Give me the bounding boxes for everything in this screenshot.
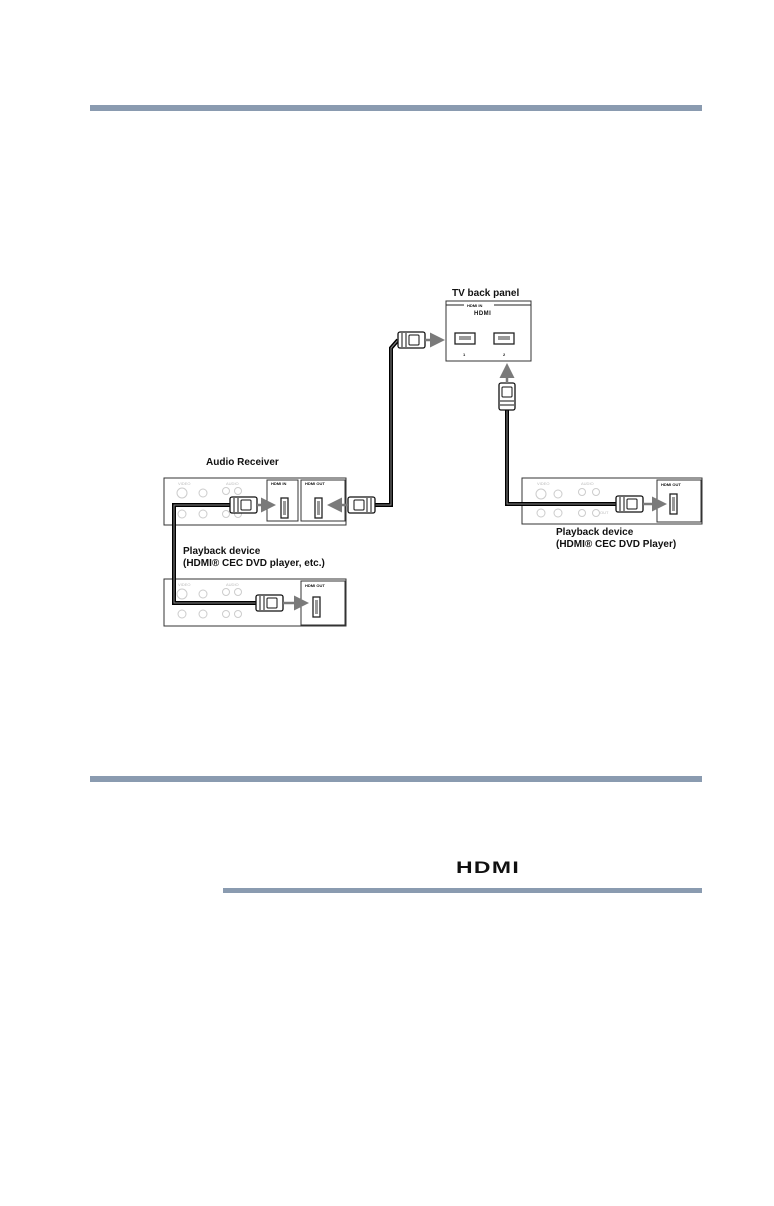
player-right-hdmi-out-label: HDMI OUT — [661, 482, 681, 487]
player-right-audio-text: AUDIO — [581, 481, 594, 486]
receiver-hdmi-out-label: HDMI OUT — [305, 481, 325, 486]
tv-back-panel-label: TV back panel — [452, 287, 519, 300]
hdmi-logo: HDMI — [456, 858, 520, 878]
audio-receiver-label: Audio Receiver — [206, 456, 279, 469]
tv-back-panel — [446, 301, 531, 361]
receiver-video-text: VIDEO — [178, 481, 190, 486]
player-left-audio-text: AUDIO — [226, 582, 239, 587]
player-left-hdmi-out-label: HDMI OUT — [305, 583, 325, 588]
player-left-video-text: VIDEO — [178, 582, 190, 587]
tv-port-2-label: 2 — [503, 352, 505, 357]
playback-device-left-sublabel: (HDMI® CEC DVD player, etc.) — [183, 557, 325, 570]
playback-device-right-sublabel: (HDMI® CEC DVD Player) — [556, 538, 676, 551]
player-right-video-text: VIDEO — [537, 481, 549, 486]
player-right-out-text: OUT — [600, 510, 608, 515]
tv-port-1-label: 1 — [463, 352, 465, 357]
tv-hdmi-logo: HDMI — [474, 311, 491, 318]
receiver-hdmi-in-label: HDMI IN — [271, 481, 286, 486]
cable-receiver-to-tv — [332, 332, 440, 513]
tv-hdmi-in-label: HDMI IN — [467, 303, 482, 308]
receiver-audio-text: AUDIO — [226, 481, 239, 486]
